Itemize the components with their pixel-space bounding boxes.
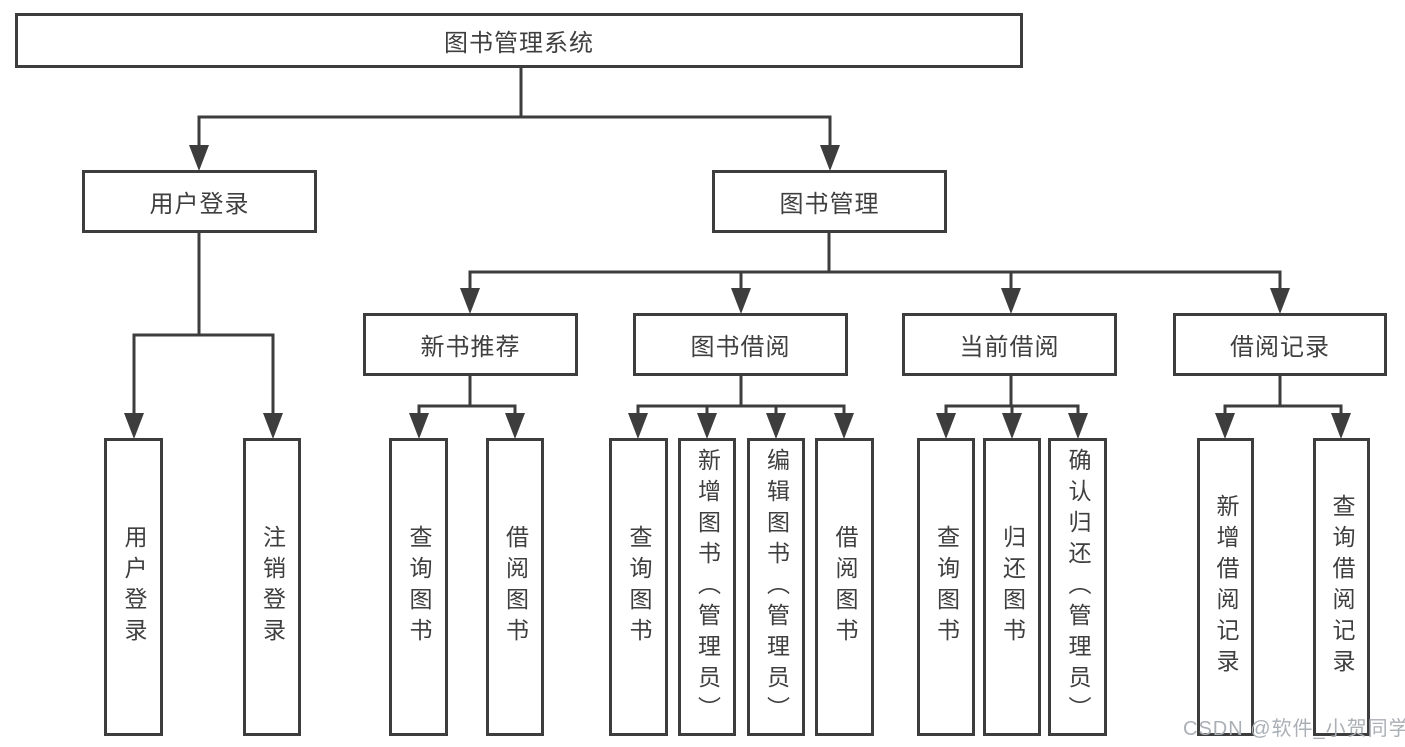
arrow-down-icon <box>1215 413 1235 439</box>
arrowheads <box>124 145 1351 439</box>
node-leaf-user-login: 用户登录 <box>104 438 163 736</box>
node-borrowing-records: 借阅记录 <box>1173 313 1387 376</box>
node-leaf-borrow-books-borrowing: 借阅图书 <box>815 438 874 736</box>
arrow-down-icon <box>460 288 480 314</box>
node-library-system: 图书管理系统 <box>15 13 1023 68</box>
node-leaf-add-books-admin: 新增图书（管理员） <box>678 438 736 736</box>
node-label: 新增借阅记录 <box>1213 494 1239 680</box>
connector-user-login <box>132 233 275 413</box>
arrow-down-icon <box>1001 288 1021 314</box>
node-label: 用户登录 <box>121 525 147 649</box>
connector-book-management <box>468 233 1282 288</box>
node-label: 查询图书 <box>626 525 652 649</box>
node-leaf-return-books: 归还图书 <box>983 438 1041 736</box>
arrow-down-icon <box>766 413 786 439</box>
arrow-down-icon <box>263 413 283 439</box>
connector-root <box>197 68 832 146</box>
node-leaf-query-books-borrowing: 查询图书 <box>609 438 668 736</box>
node-label: 查询借阅记录 <box>1329 494 1355 680</box>
arrow-down-icon <box>189 145 209 171</box>
watermark: CSDN @软件_小贺同学 <box>1183 718 1405 740</box>
node-leaf-query-books-recommend: 查询图书 <box>389 438 448 736</box>
node-label: 注销登录 <box>259 525 286 649</box>
node-leaf-logout: 注销登录 <box>243 438 301 736</box>
node-book-management-branch: 图书管理 <box>712 170 947 233</box>
arrow-down-icon <box>820 145 840 171</box>
node-label: 新书推荐 <box>420 334 521 361</box>
node-current-borrowing: 当前借阅 <box>902 313 1117 376</box>
node-label: 查询图书 <box>933 525 960 649</box>
node-label: 编辑图书（管理员） <box>763 447 790 727</box>
node-leaf-query-borrow-record: 查询借阅记录 <box>1313 438 1370 736</box>
arrow-down-icon <box>834 413 854 439</box>
node-leaf-confirm-return-admin: 确认归还（管理员） <box>1048 438 1107 736</box>
node-label: 归还图书 <box>999 525 1026 649</box>
node-label: 当前借阅 <box>959 334 1060 361</box>
node-leaf-add-borrow-record: 新增借阅记录 <box>1197 438 1254 736</box>
node-new-book-recommendation: 新书推荐 <box>363 313 578 376</box>
connector-borrowing-records <box>1223 376 1343 414</box>
node-label: 借阅记录 <box>1230 334 1330 361</box>
node-leaf-borrow-books-recommend: 借阅图书 <box>486 438 544 736</box>
connector-current-borrowing <box>944 376 1080 414</box>
node-book-borrowing: 图书借阅 <box>633 313 848 376</box>
arrow-down-icon <box>1331 413 1351 439</box>
arrow-down-icon <box>731 288 751 314</box>
arrow-down-icon <box>628 413 648 439</box>
arrow-down-icon <box>1002 413 1022 439</box>
node-user-login-branch: 用户登录 <box>82 170 317 233</box>
node-label: 图书管理系统 <box>444 30 594 57</box>
arrow-down-icon <box>1270 288 1290 314</box>
node-label: 借阅图书 <box>832 525 858 649</box>
connector-new-book-recommendation <box>417 376 517 414</box>
node-label: 查询图书 <box>406 525 432 649</box>
node-label: 确认归还（管理员） <box>1065 447 1091 727</box>
node-leaf-edit-books-admin: 编辑图书（管理员） <box>747 438 805 736</box>
arrow-down-icon <box>409 413 429 439</box>
node-label: 图书借阅 <box>690 334 791 361</box>
node-label: 图书管理 <box>779 191 880 218</box>
node-leaf-query-books-current: 查询图书 <box>917 438 975 736</box>
arrow-down-icon <box>697 413 717 439</box>
node-label: 用户登录 <box>149 191 250 218</box>
arrow-down-icon <box>936 413 956 439</box>
arrow-down-icon <box>1068 413 1088 439</box>
node-label: 新增图书（管理员） <box>694 447 721 727</box>
connector-paths <box>132 68 1343 414</box>
node-label: 借阅图书 <box>502 525 529 649</box>
arrow-down-icon <box>124 413 144 439</box>
arrow-down-icon <box>505 413 525 439</box>
connector-book-borrowing <box>636 376 846 414</box>
